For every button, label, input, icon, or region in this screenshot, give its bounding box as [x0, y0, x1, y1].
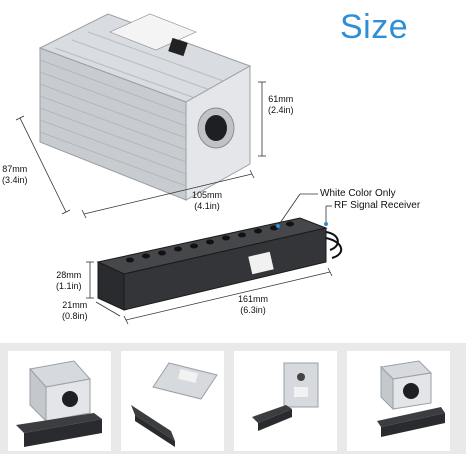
box-dimension-lines	[15, 81, 266, 219]
callout-white-color: White Color Only	[320, 188, 396, 199]
dim-box-width: 105mm (4.1in)	[192, 190, 223, 211]
rf-receiver-bar	[96, 217, 342, 311]
receiver-dimension-lines	[86, 261, 333, 325]
thumbnail-3[interactable]	[234, 351, 337, 451]
dim-receiver-length: 161mm (6.3in)	[238, 294, 269, 315]
light-engine-box	[38, 13, 252, 201]
dim-receiver-depth: 21mm (0.8in)	[62, 300, 88, 321]
page-title: Size	[340, 8, 409, 46]
dim-receiver-height: 28mm (1.1in)	[56, 270, 82, 291]
product-illustration	[15, 13, 342, 325]
qr-code-icon	[168, 37, 188, 57]
callout-leaders	[277, 193, 332, 227]
callout-rf-receiver: RF Signal Receiver	[334, 200, 421, 211]
callout-dot-icon	[276, 224, 280, 228]
dim-box-depth: 87mm (3.4in)	[2, 164, 28, 185]
lens-icon	[205, 115, 227, 141]
dim-box-height: 61mm (2.4in)	[268, 94, 294, 115]
callout-dot-icon	[324, 222, 328, 226]
thumbnail-4[interactable]	[347, 351, 450, 451]
thumbnail-1[interactable]	[8, 351, 111, 451]
receiver-qr-icon	[248, 251, 274, 275]
thumbnail-2[interactable]	[121, 351, 224, 451]
thumbnail-strip	[0, 343, 466, 454]
